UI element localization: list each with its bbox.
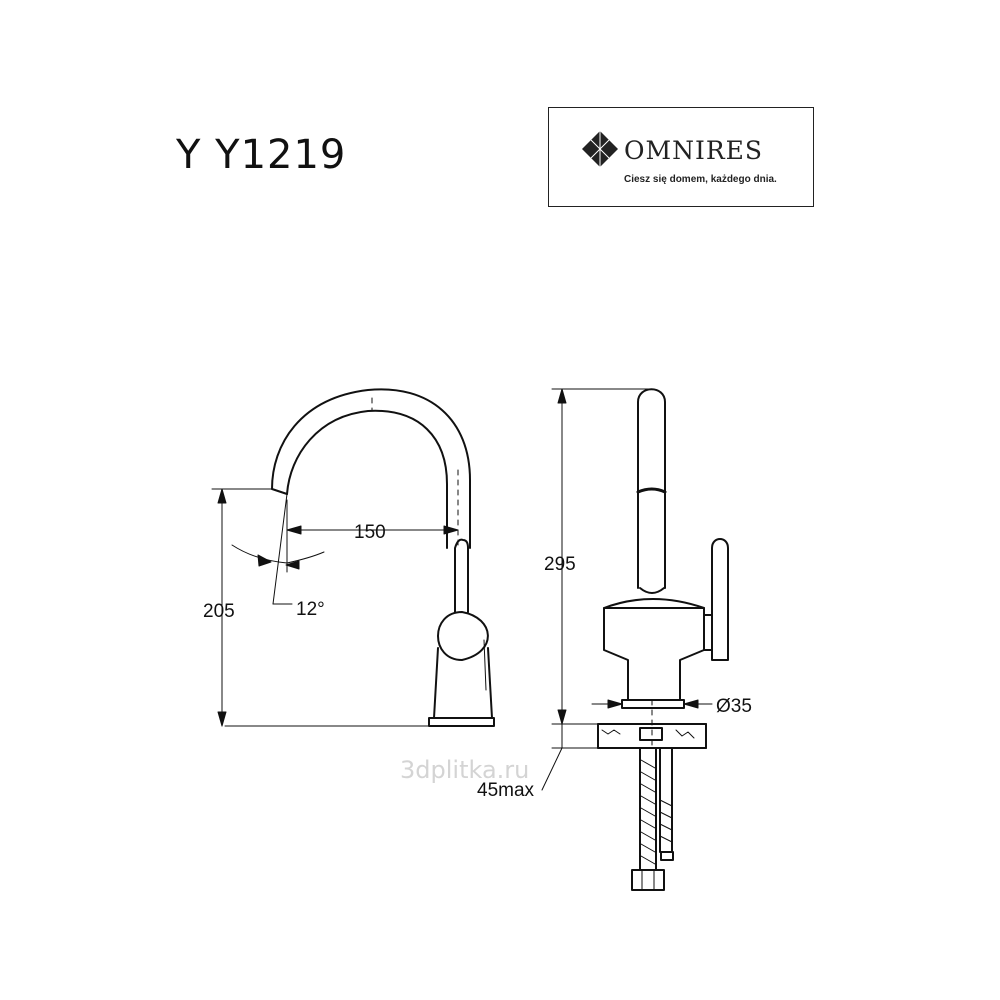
logo-brand: OMNIRES	[624, 136, 764, 165]
label-295: 295	[544, 554, 576, 575]
label-205: 205	[203, 601, 235, 622]
angle-12	[231, 493, 325, 605]
dimension-45max	[541, 723, 599, 791]
watermark: 3dplitka.ru	[400, 756, 529, 784]
label-45max: 45max	[477, 780, 535, 801]
faucet-side-view	[597, 388, 729, 891]
label-angle: 12°	[296, 599, 325, 620]
logo-tagline: Ciesz się domem, każdego dnia.	[624, 174, 777, 185]
model-title: Y Y1219	[176, 132, 347, 178]
dimension-205	[211, 488, 273, 727]
label-diameter: Ø35	[716, 696, 752, 717]
dimension-295	[551, 388, 653, 725]
faucet-front-view	[271, 388, 495, 727]
label-150: 150	[354, 522, 386, 543]
dimension-35	[591, 699, 713, 709]
dimension-150	[286, 499, 459, 573]
